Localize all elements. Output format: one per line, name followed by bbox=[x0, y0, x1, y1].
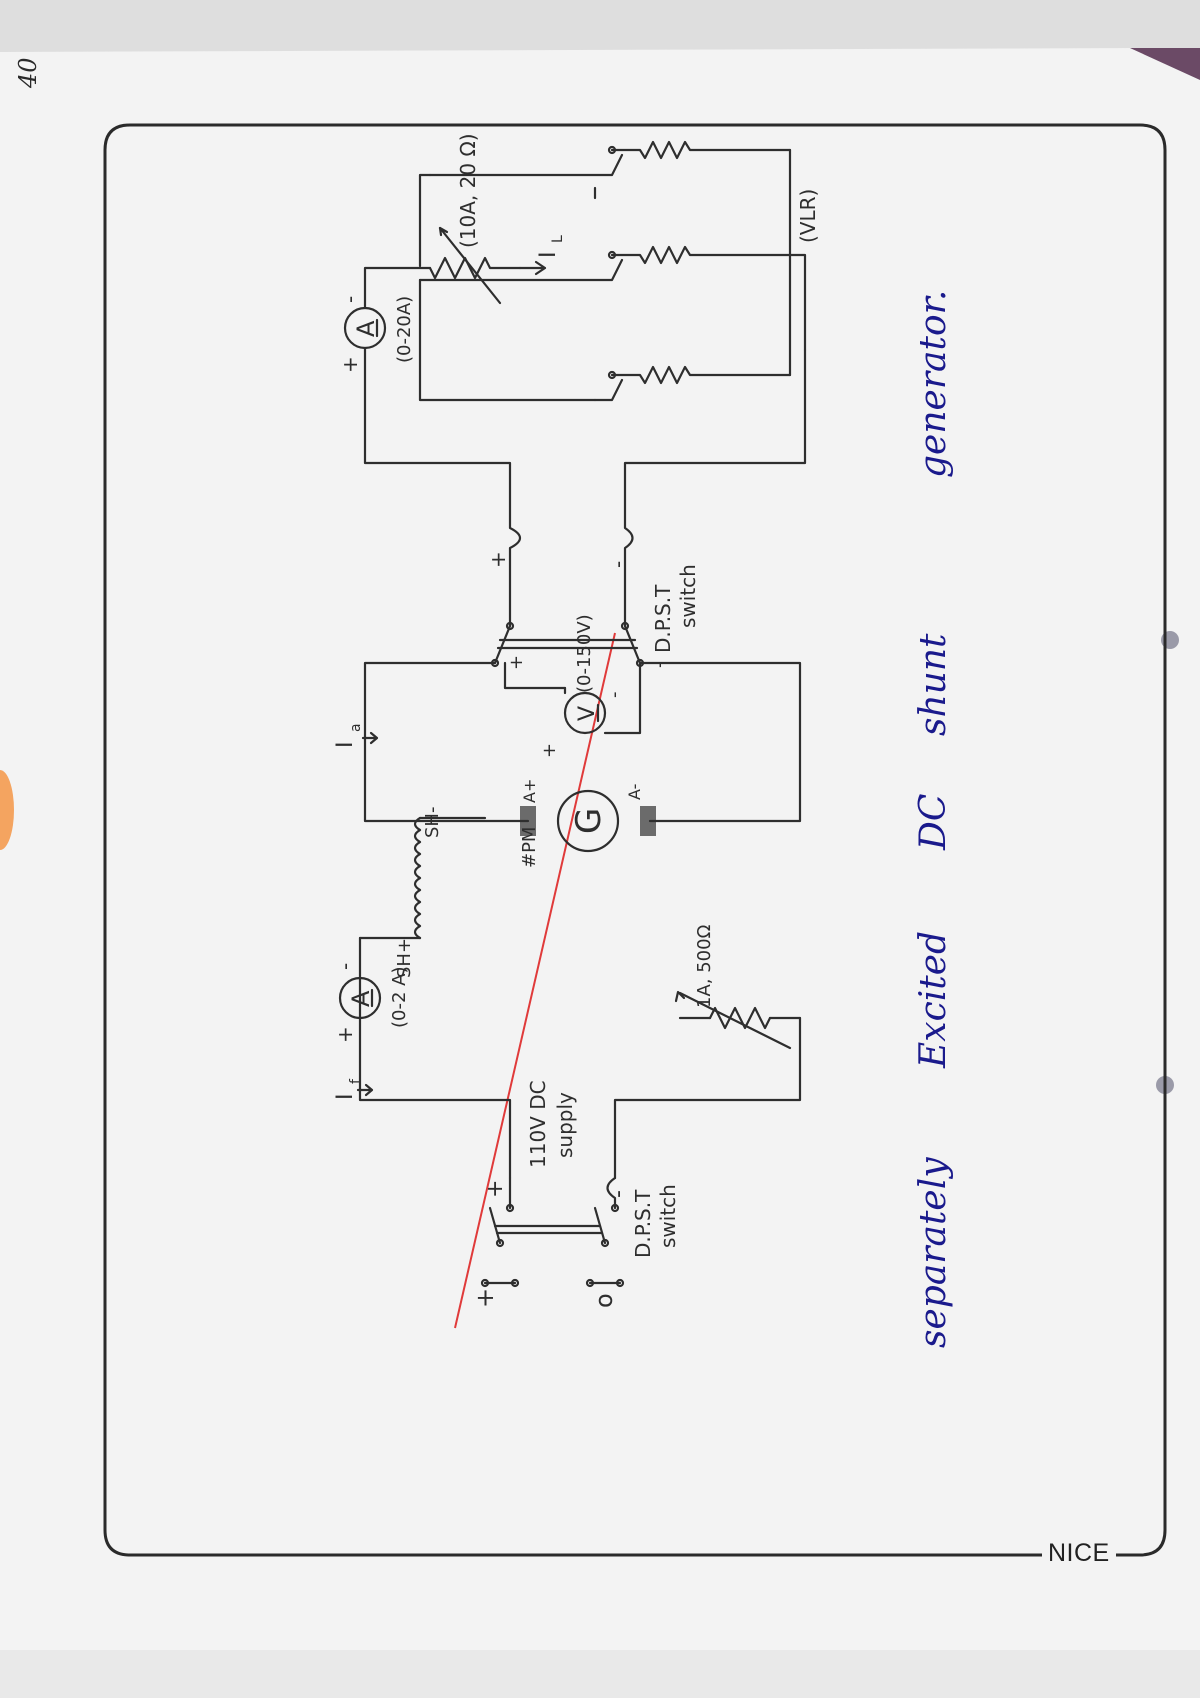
voltmeter-symbol: V bbox=[575, 706, 600, 721]
brand-label: NICE bbox=[1042, 1539, 1116, 1568]
generator: G #PM A+ A- bbox=[519, 779, 656, 868]
field-current-arrow: I f bbox=[333, 1078, 374, 1101]
field-rheostat-rating: 1A, 500Ω bbox=[694, 924, 715, 1008]
svg-text:f: f bbox=[348, 1078, 364, 1084]
supply-switch-plus: + bbox=[483, 1180, 508, 1198]
svg-text:I: I bbox=[333, 1094, 358, 1101]
caption-word-1: separately bbox=[913, 1157, 954, 1348]
load-ammeter: A + - (0-20A) bbox=[338, 296, 415, 373]
load-ammeter-plus: + bbox=[338, 356, 362, 373]
load-ammeter-symbol: A bbox=[352, 320, 380, 337]
load-bank: (VLR) bbox=[418, 140, 820, 402]
supply-switch-label: D.P.S.T bbox=[631, 1189, 655, 1258]
diagram-caption: separately Excited DC shunt generator. bbox=[913, 290, 954, 1348]
field-rheostat: 1A, 500Ω bbox=[674, 924, 802, 1050]
generator-prime-mover: #PM bbox=[519, 827, 540, 868]
svg-text:L: L bbox=[550, 235, 566, 243]
caption-word-3: DC bbox=[913, 794, 954, 851]
field-ammeter-minus: - bbox=[333, 963, 357, 970]
field-winding: SH+ SH- bbox=[394, 807, 443, 978]
field-ammeter: A + - (0-2 A) bbox=[333, 963, 410, 1043]
caption-word-5: generator. bbox=[913, 290, 954, 478]
supply-voltage-label-2: supply bbox=[553, 1092, 577, 1158]
armature-voltmeter: V + - (0-150V) bbox=[503, 614, 642, 758]
load-rheostat-rating: (10A, 20 Ω) bbox=[456, 133, 480, 248]
field-ammeter-symbol: A bbox=[347, 990, 375, 1007]
supply-dpst-switch: + - D.P.S.T switch bbox=[483, 1176, 680, 1258]
armature-switch-minus-right: - bbox=[606, 561, 630, 568]
generator-symbol: G bbox=[569, 808, 609, 834]
supply-terminals: + o bbox=[471, 1278, 625, 1308]
supply-voltage-label: 110V DC bbox=[526, 1080, 550, 1168]
svg-text:a: a bbox=[348, 723, 364, 732]
voltmeter-plus: + bbox=[539, 743, 560, 758]
red-strike-line bbox=[454, 632, 616, 1329]
armature-switch-label: D.P.S.T bbox=[651, 584, 675, 653]
svg-text:I: I bbox=[536, 252, 561, 259]
svg-text:I: I bbox=[333, 742, 358, 749]
supply-switch-minus: - bbox=[606, 1190, 631, 1198]
field-ammeter-range: (0-2 A) bbox=[389, 967, 410, 1028]
supply-plus: + bbox=[471, 1288, 499, 1308]
generator-terminal-minus: A- bbox=[625, 784, 644, 800]
armature-switch-label-2: switch bbox=[676, 564, 700, 628]
load-bank-label: (VLR) bbox=[796, 189, 820, 243]
voltmeter-range: (0-150V) bbox=[574, 614, 595, 693]
field-ammeter-plus: + bbox=[333, 1026, 357, 1043]
armature-dpst-switch: + - + - D.P.S.T switch bbox=[486, 551, 700, 670]
caption-word-2: Excited bbox=[913, 931, 954, 1069]
field-terminal-top: SH+ bbox=[394, 938, 415, 978]
generator-terminal-plus: A+ bbox=[520, 779, 539, 803]
supply-minus: o bbox=[590, 1293, 618, 1308]
caption-word-4: shunt bbox=[913, 633, 954, 736]
load-ammeter-range: (0-20A) bbox=[394, 296, 415, 363]
supply-switch-label-2: switch bbox=[656, 1184, 680, 1248]
armature-switch-minus-left: - bbox=[649, 662, 670, 669]
armature-switch-plus-left: + bbox=[506, 655, 527, 670]
load-current-arrow: I L bbox=[518, 235, 566, 276]
armature-current-arrow: I a bbox=[333, 723, 379, 749]
armature-switch-plus-right: + bbox=[486, 551, 510, 568]
voltmeter-minus: - bbox=[604, 692, 625, 699]
load-rheostat: (10A, 20 Ω) bbox=[428, 133, 522, 305]
field-terminal-bottom: SH- bbox=[422, 807, 443, 838]
load-ammeter-minus: - bbox=[338, 296, 362, 303]
